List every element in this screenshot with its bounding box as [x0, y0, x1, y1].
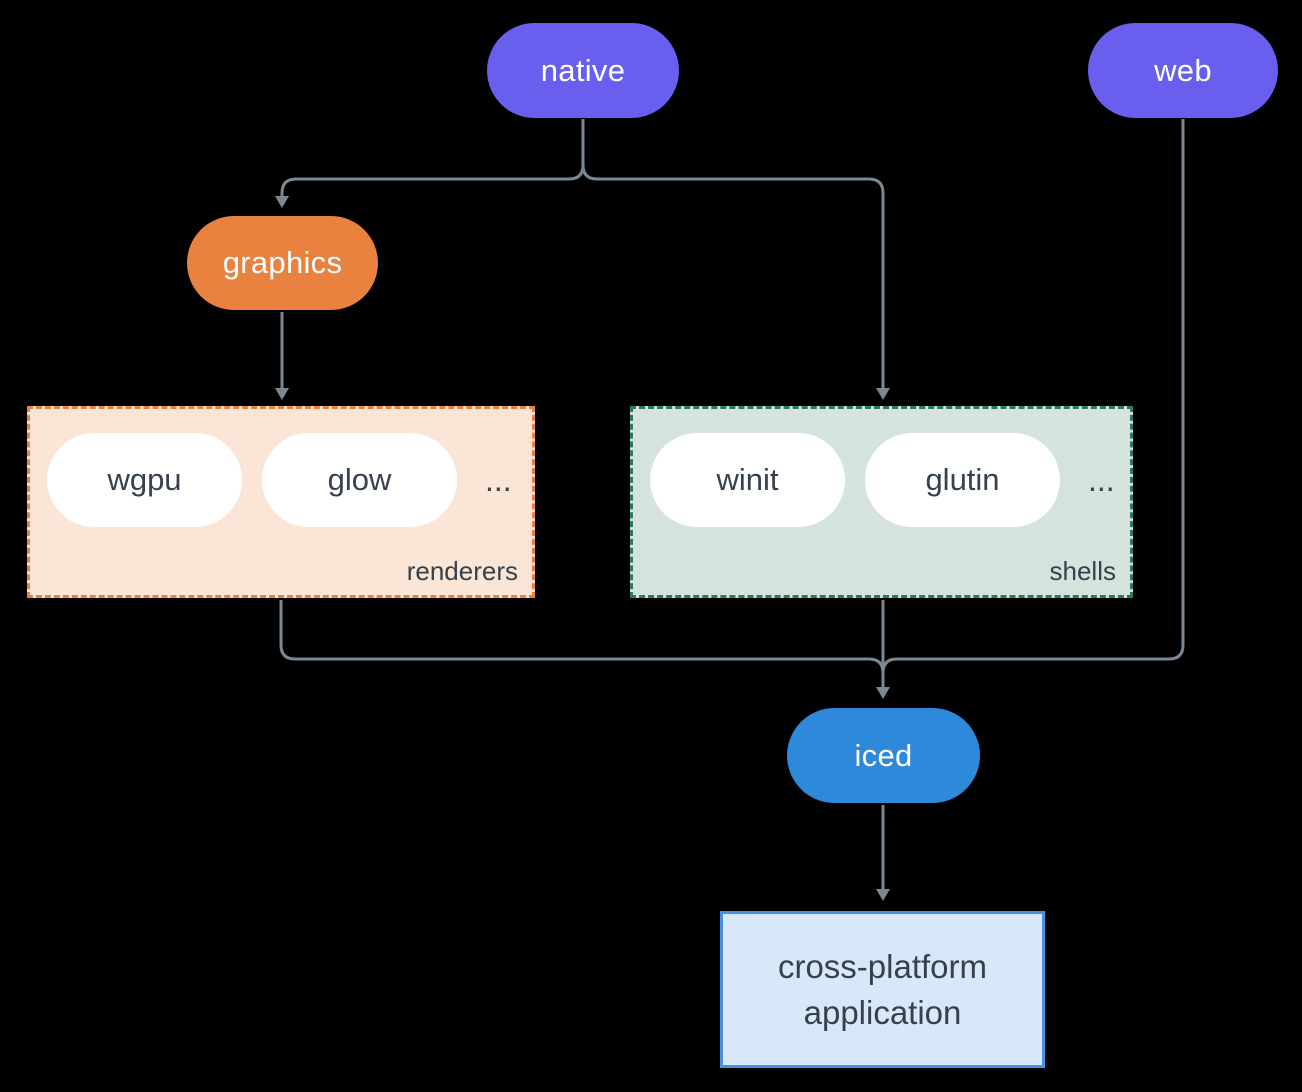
node-glutin-label: glutin: [925, 462, 1000, 497]
node-winit-label: winit: [716, 462, 779, 497]
node-iced: iced: [787, 708, 980, 803]
node-cross-platform-application: cross-platform application: [720, 911, 1045, 1068]
edge-native-to-graphics: [275, 119, 585, 208]
node-web: web: [1088, 23, 1278, 118]
node-native-label: native: [540, 52, 626, 88]
renderers-ellipsis: ...: [485, 461, 512, 498]
node-winit: winit: [650, 433, 845, 527]
node-native: native: [487, 23, 679, 118]
edge-web-to-merge: [881, 119, 1185, 674]
node-graphics-label: graphics: [222, 245, 343, 280]
application-label-line1: cross-platform: [777, 947, 988, 985]
renderers-group-label: renderers: [406, 556, 518, 586]
edge-native-to-shells: [581, 119, 890, 400]
node-glutin: glutin: [865, 433, 1060, 527]
node-wgpu: wgpu: [47, 433, 242, 527]
node-iced-label: iced: [854, 737, 913, 773]
node-glow: glow: [262, 433, 457, 527]
group-shells-row: winit glutin ...: [633, 409, 1130, 527]
group-renderers: wgpu glow ... renderers: [27, 406, 535, 598]
group-shells: winit glutin ... shells: [630, 406, 1133, 598]
node-graphics: graphics: [187, 216, 378, 310]
edge-renderers-to-merge: [279, 600, 885, 674]
node-glow-label: glow: [327, 462, 392, 497]
application-label-line2: application: [803, 993, 962, 1031]
group-renderers-row: wgpu glow ...: [30, 409, 532, 527]
node-wgpu-label: wgpu: [107, 462, 182, 497]
node-web-label: web: [1154, 52, 1212, 88]
shells-group-label: shells: [1049, 556, 1116, 586]
shells-ellipsis: ...: [1088, 461, 1115, 498]
